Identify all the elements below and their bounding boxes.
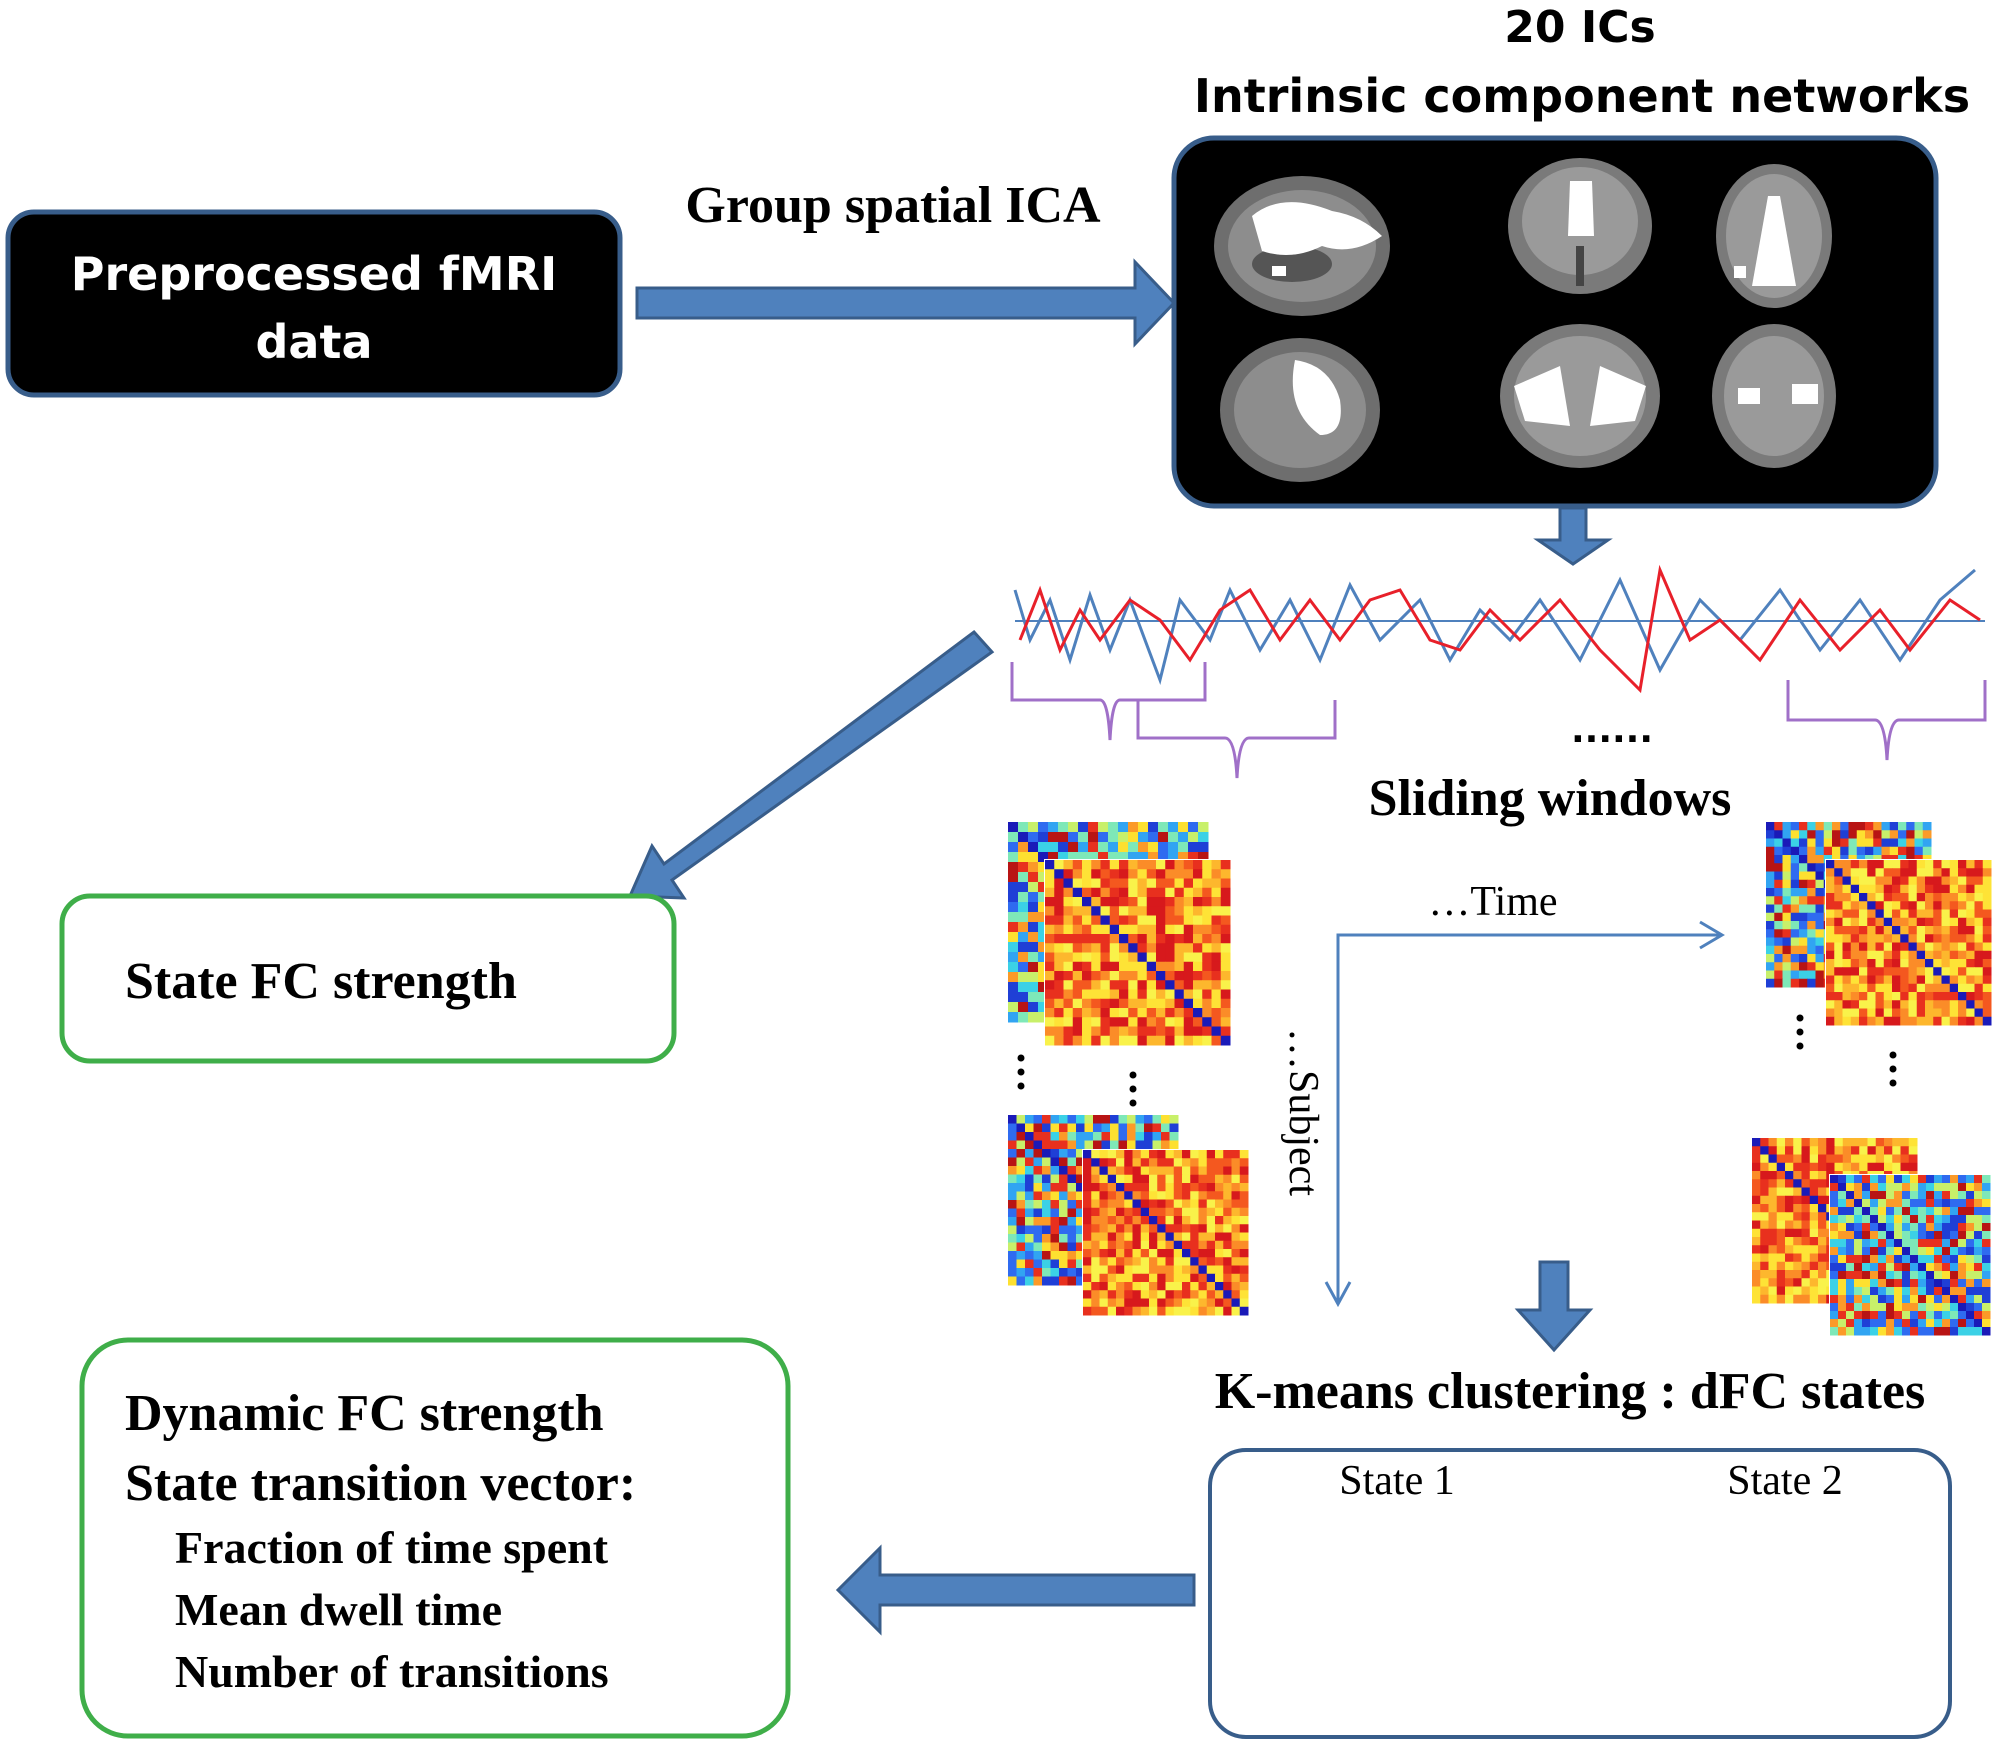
axial-brain-icon (1716, 164, 1832, 308)
subject-axis-label: …Subject (1280, 1028, 1326, 1196)
kmeans-label: K-means clustering : dFC states (1215, 1363, 1926, 1420)
dynamic-item-2: Mean dwell time (175, 1584, 502, 1635)
sagittal-brain-icon (1220, 338, 1380, 482)
coronal-brain-icon (1500, 324, 1660, 468)
down-arrow-1 (1533, 506, 1613, 566)
dynamic-heading2: State transition vector: (125, 1455, 636, 1512)
dynamic-item-3: Number of transitions (175, 1646, 609, 1697)
ic-title-line1: 20 ICs (1504, 2, 1655, 53)
preprocessed-line2: data (256, 315, 373, 369)
state-1-label: State 1 (1339, 1458, 1454, 1504)
sliding-windows-label: Sliding windows (1369, 770, 1732, 827)
ic-networks-box (1171, 135, 1939, 509)
fc-matrix-icon (1825, 859, 1992, 1026)
time-axis-label: …Time (1428, 879, 1557, 925)
state-fc-box: State FC strength (59, 893, 677, 1064)
axial-brain-icon (1712, 324, 1836, 468)
diagonal-arrow (627, 629, 995, 900)
ic-title-line2: Intrinsic component networks (1194, 69, 1970, 123)
fc-matrix-icon (1829, 1174, 1991, 1336)
dfc-states-box: State 1 State 2 (1208, 1448, 1952, 1739)
sagittal-brain-icon (1214, 176, 1390, 316)
state-2-label: State 2 (1727, 1458, 1842, 1504)
time-subject-axes (1324, 920, 1725, 1308)
dynamic-item-1: Fraction of time spent (175, 1522, 609, 1573)
ica-arrow (635, 258, 1177, 348)
left-arrow (835, 1544, 1196, 1636)
fc-matrix-icon (1082, 1149, 1249, 1316)
time-series-signals (1013, 564, 1985, 694)
window-brackets (1010, 662, 1987, 779)
down-arrow-2 (1514, 1260, 1594, 1353)
dynamic-heading1: Dynamic FC strength (125, 1385, 604, 1442)
coronal-brain-icon (1508, 158, 1652, 294)
windows-ellipsis: ...... (1571, 710, 1653, 751)
dynamic-fc-box: Dynamic FC strength State transition vec… (79, 1337, 791, 1739)
state-fc-label: State FC strength (125, 953, 517, 1010)
ellipsis-dots (1017, 1014, 1897, 1107)
preprocessed-line1: Preprocessed fMRI (71, 247, 558, 301)
fc-matrix-icon (1044, 859, 1231, 1046)
ica-label: Group spatial ICA (685, 177, 1101, 234)
preprocessed-fmri-box: Preprocessed fMRI data (5, 209, 623, 398)
